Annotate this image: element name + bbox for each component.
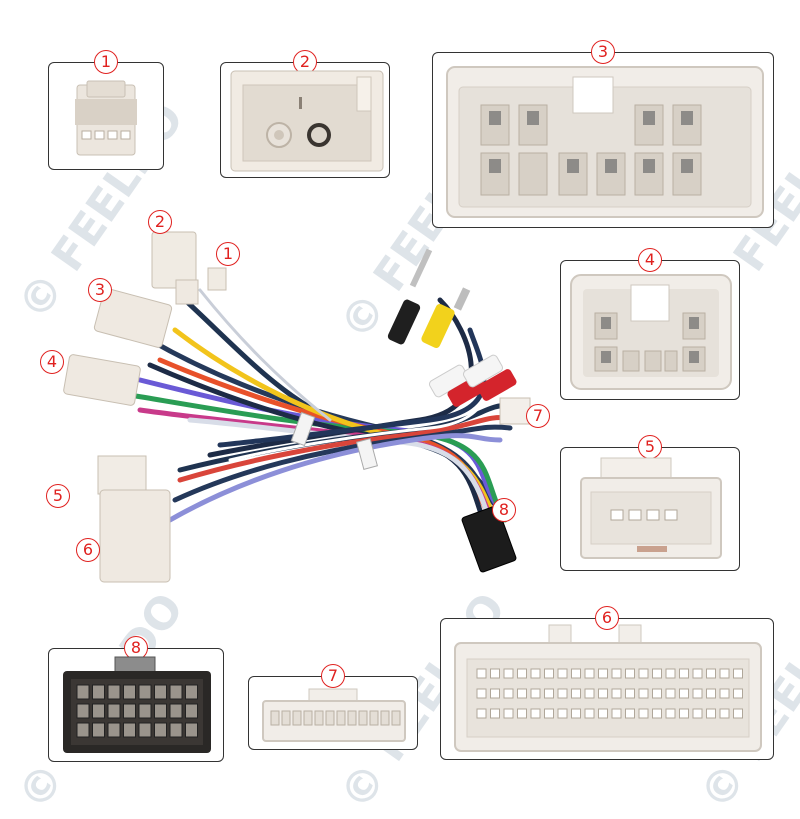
connector-panel-1: 1 bbox=[48, 50, 164, 170]
callout-badge-7: 7 bbox=[321, 664, 345, 688]
connector-panel-8: 8 bbox=[48, 636, 224, 762]
connector-panel-6: 6 bbox=[440, 606, 774, 760]
callout-badge-4: 4 bbox=[638, 248, 662, 272]
callout-badge-8: 8 bbox=[124, 636, 148, 660]
connector-panel-2: 2 bbox=[220, 50, 390, 178]
connector-3-image bbox=[446, 66, 764, 218]
connector-6-image bbox=[454, 624, 762, 752]
connector-1-image bbox=[75, 80, 137, 156]
connector-7-image bbox=[262, 688, 406, 742]
callout-badge-6: 6 bbox=[595, 606, 619, 630]
harness-callout-5: 5 bbox=[46, 484, 70, 508]
harness-callout-4: 4 bbox=[40, 350, 64, 374]
harness-callout-3: 3 bbox=[88, 278, 112, 302]
connector-8-image bbox=[63, 656, 211, 753]
callout-badge-1: 1 bbox=[94, 50, 118, 74]
harness-callout-8: 8 bbox=[492, 498, 516, 522]
harness-callout-6: 6 bbox=[76, 538, 100, 562]
connector-panel-5: 5 bbox=[560, 435, 740, 571]
connector-5-image bbox=[580, 457, 722, 559]
callout-badge-3: 3 bbox=[591, 40, 615, 64]
connector-panel-3: 3 bbox=[432, 40, 774, 228]
harness-callout-7: 7 bbox=[526, 404, 550, 428]
connector-panel-7: 7 bbox=[248, 664, 418, 750]
harness-callout-2: 2 bbox=[148, 210, 172, 234]
callout-badge-2: 2 bbox=[293, 50, 317, 74]
connector-panel-4: 4 bbox=[560, 248, 740, 400]
connector-4-image bbox=[570, 274, 732, 390]
connector-2-image bbox=[230, 70, 384, 172]
harness-callout-1: 1 bbox=[216, 242, 240, 266]
